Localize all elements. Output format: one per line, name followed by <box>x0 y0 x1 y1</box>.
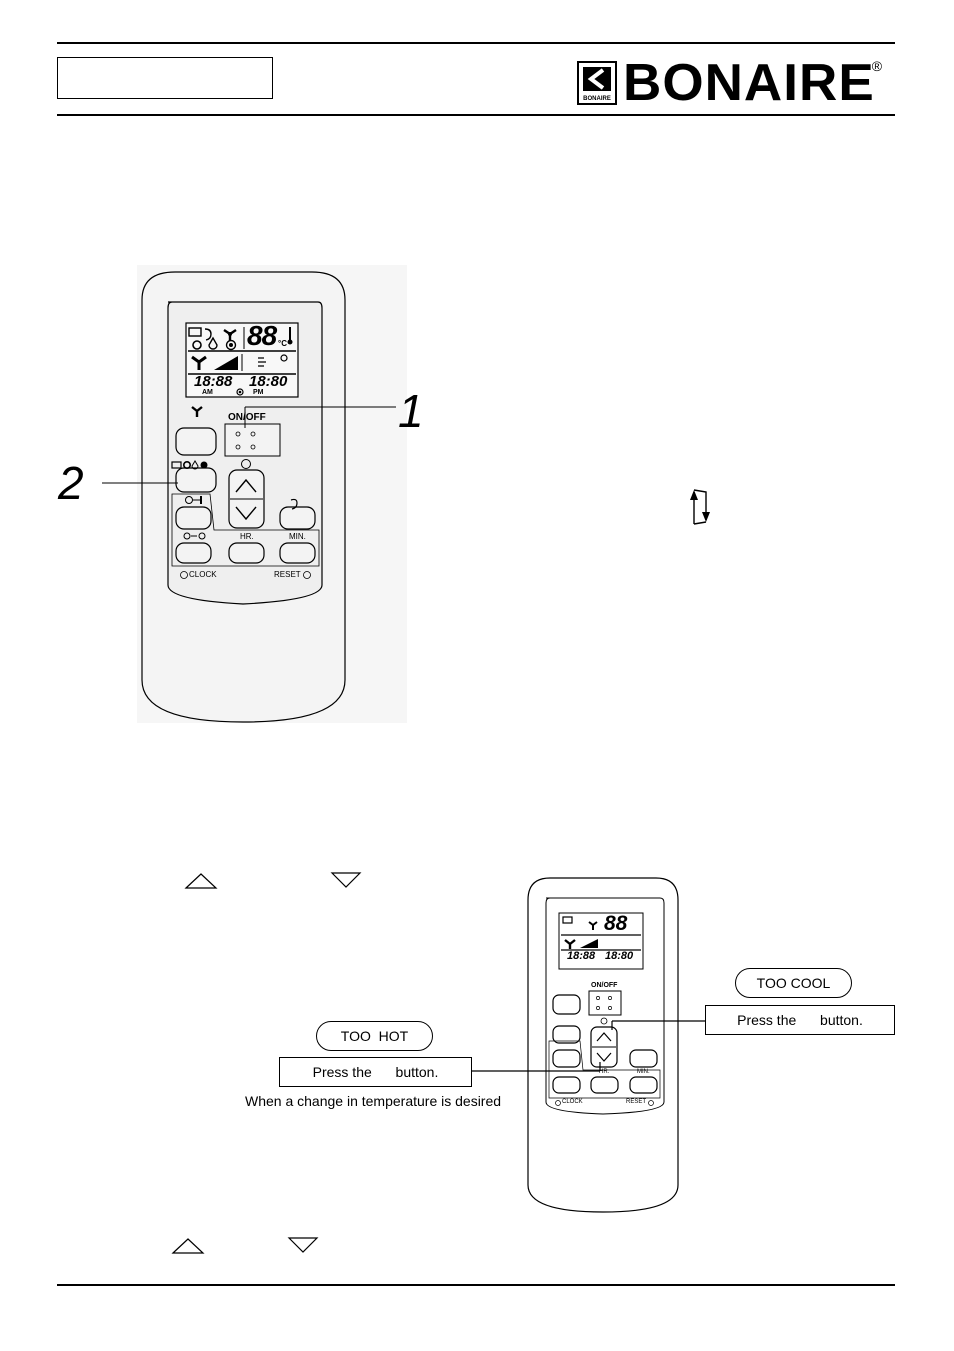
press-up-text-pre: Press the <box>737 1012 797 1028</box>
bottom-rule <box>57 1284 895 1286</box>
small-reset-label: RESET <box>626 1099 647 1105</box>
small-lcd-temp: 88 <box>604 912 628 935</box>
temperature-note: When a change in temperature is desired <box>245 1093 502 1109</box>
press-down-box: Press the button. <box>279 1057 472 1087</box>
small-min-label: MIN. <box>637 1069 650 1075</box>
too-hot-label: TOO HOT <box>316 1021 433 1051</box>
lcd-time-right: 18:80 <box>249 373 288 390</box>
header-title-box <box>57 57 273 99</box>
reset-label: RESET <box>274 570 301 579</box>
small-clock-label: CLOCK <box>562 1099 583 1105</box>
arrow-mark-icon <box>587 68 605 90</box>
press-down-text-post: button. <box>395 1064 439 1080</box>
lcd-pm: PM <box>253 389 264 396</box>
brand-name: BONAIRE <box>623 54 875 112</box>
lcd-am: AM <box>202 389 213 396</box>
lcd-temp-unit: °C <box>278 339 287 348</box>
brand-mark-text: BONAIRE <box>583 96 611 102</box>
hr-label: HR. <box>240 532 254 541</box>
small-on-off-label: ON/OFF <box>591 982 618 989</box>
clock-label: CLOCK <box>189 570 217 579</box>
press-up-box: Press the button. <box>705 1005 895 1035</box>
press-up-text-post: button. <box>820 1012 863 1028</box>
callout-2: 2 <box>58 457 84 509</box>
lcd-time-left: 18:88 <box>194 373 233 390</box>
small-lcd-time-left: 18:88 <box>567 950 596 962</box>
min-label: MIN. <box>289 532 306 541</box>
small-lcd-time-right: 18:80 <box>605 950 634 962</box>
callout-1: 1 <box>398 385 424 437</box>
small-hr-label: HR. <box>599 1069 610 1075</box>
press-down-text-pre: Press the <box>312 1064 372 1080</box>
lcd-temp-digits: 88 <box>247 320 277 351</box>
too-cool-label: TOO COOL <box>735 968 852 998</box>
header-bottom-rule <box>57 114 895 116</box>
registered-mark: ® <box>871 58 883 74</box>
on-off-label: ON/OFF <box>228 412 266 423</box>
brand-mark-icon: BONAIRE <box>577 61 617 105</box>
brand-logo: BONAIRE BONAIRE ® <box>577 54 883 112</box>
top-rule <box>57 42 895 44</box>
